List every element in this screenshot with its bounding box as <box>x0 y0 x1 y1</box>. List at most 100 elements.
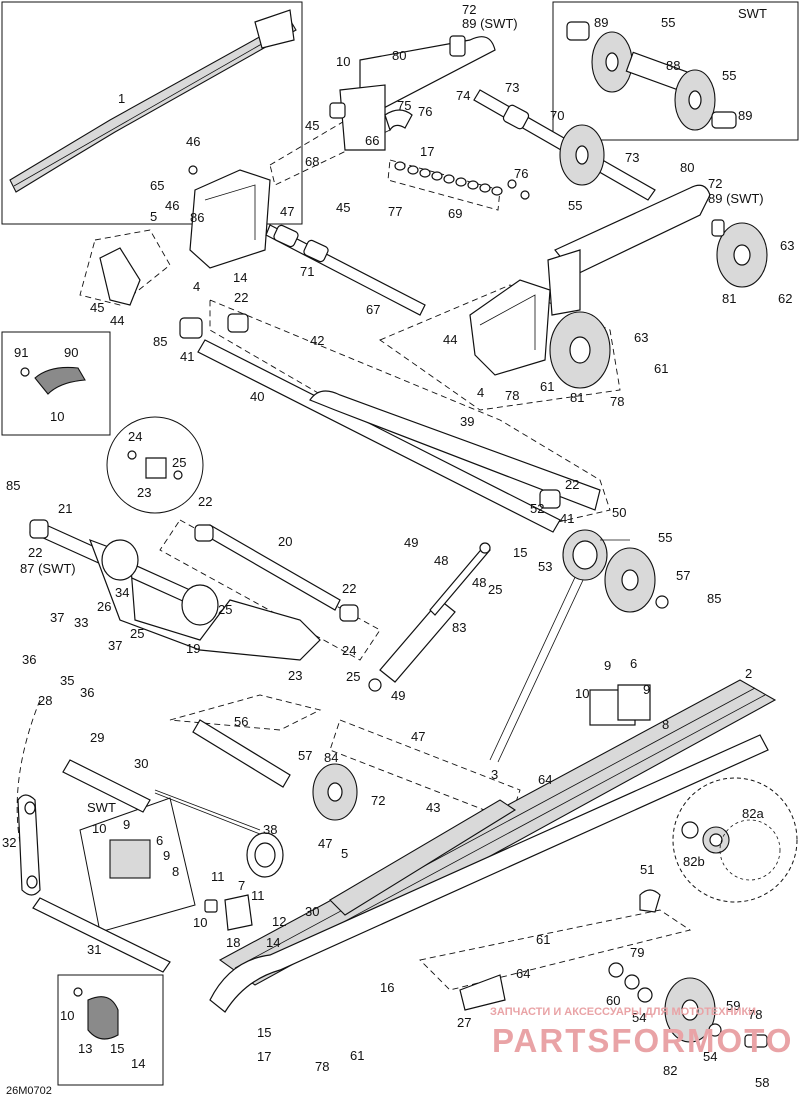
callout-label: 2 <box>745 666 752 681</box>
callout-label: 91 <box>14 345 28 360</box>
callout-label: 83 <box>452 620 466 635</box>
box-title-swt-top: SWT <box>738 6 767 21</box>
callout-label: 78 <box>610 394 624 409</box>
callout-label: 70 <box>550 108 564 123</box>
shaft-70-73 <box>473 89 656 201</box>
watermark-line1: ЗАПЧАСТИ И АКСЕССУАРЫ ДЛЯ МОТОТЕХНИКИ <box>490 1006 756 1018</box>
callout-label: 60 <box>606 993 620 1008</box>
callout-label: 9 <box>163 848 170 863</box>
callout-label: 49 <box>404 535 418 550</box>
spring-38 <box>154 789 284 878</box>
callout-label: 89 <box>594 15 608 30</box>
callout-label: 3 <box>491 767 498 782</box>
callout-label: 4 <box>193 279 200 294</box>
callout-label: 53 <box>538 559 552 574</box>
callout-label: 17 <box>257 1049 271 1064</box>
callout-label: 19 <box>186 641 200 656</box>
callout-label: 29 <box>90 730 104 745</box>
diagram-code: 26M0702 <box>6 1085 52 1097</box>
callout-label: 55 <box>661 15 675 30</box>
callout-label: 13 <box>78 1041 92 1056</box>
callout-label: 22 <box>28 545 42 560</box>
callout-label: 77 <box>388 204 402 219</box>
callout-label: 17 <box>420 144 434 159</box>
callout-label: 44 <box>110 313 124 328</box>
callout-label: 40 <box>250 389 264 404</box>
callout-label: 74 <box>456 88 470 103</box>
callout-label: 42 <box>310 333 324 348</box>
callout-label: 50 <box>612 505 626 520</box>
callout-label: 15 <box>110 1041 124 1056</box>
callout-label: 28 <box>38 693 52 708</box>
callout-label: 62 <box>778 291 792 306</box>
callout-label: 76 <box>418 104 432 119</box>
callout-label: 10 <box>50 409 64 424</box>
inset-circle-24-25-23 <box>106 416 204 514</box>
rear-wheel-82-assembly <box>608 962 768 1048</box>
callout-label: 72 <box>708 176 722 191</box>
callout-label: 80 <box>680 160 694 175</box>
callout-label: 58 <box>755 1075 769 1090</box>
callout-label: 26 <box>97 599 111 614</box>
bracket-44-upper <box>99 247 141 306</box>
callout-label: 7 <box>238 878 245 893</box>
callout-label: 84 <box>324 750 338 765</box>
callout-label: 72 <box>371 793 385 808</box>
callout-label: 23 <box>137 485 151 500</box>
callout-label: 86 <box>190 210 204 225</box>
callout-label: 24 <box>342 643 356 658</box>
rail-16 <box>209 734 769 1013</box>
callout-label: 55 <box>568 198 582 213</box>
callout-label: 48 <box>472 575 486 590</box>
callout-label: 10 <box>336 54 350 69</box>
shaft-67-71 <box>265 224 426 316</box>
callout-label: 5 <box>150 209 157 224</box>
callout-label: 46 <box>186 134 200 149</box>
callout-label: 41 <box>560 511 574 526</box>
callout-label: 4 <box>477 385 484 400</box>
callout-label: 46 <box>165 198 179 213</box>
callout-label: 6 <box>630 656 637 671</box>
callout-label: 73 <box>505 80 519 95</box>
front-arm-21-19 <box>29 519 359 661</box>
callout-label: 45 <box>305 118 319 133</box>
callout-label: 54 <box>703 1049 717 1064</box>
callout-label: 47 <box>411 729 425 744</box>
callout-label: 71 <box>300 264 314 279</box>
inset-box-swt-bottom <box>79 797 196 933</box>
inset-box-swt-wheels: SWT <box>552 1 799 141</box>
callout-label: 35 <box>60 673 74 688</box>
callout-label: 80 <box>392 48 406 63</box>
callout-label: 81 <box>722 291 736 306</box>
callout-label: 89 (SWT) <box>462 16 518 31</box>
callout-label: 87 (SWT) <box>20 561 76 576</box>
callout-label: 10 <box>193 915 207 930</box>
callout-label: 9 <box>123 817 130 832</box>
callout-label: 89 (SWT) <box>708 191 764 206</box>
callout-label: 32 <box>2 835 16 850</box>
callout-label: 37 <box>50 610 64 625</box>
callout-label: 33 <box>74 615 88 630</box>
callout-label: 30 <box>305 904 319 919</box>
callout-label: 34 <box>115 585 129 600</box>
callout-label: 51 <box>640 862 654 877</box>
callout-label: 64 <box>538 772 552 787</box>
inset-circle-82ab <box>672 777 798 903</box>
callout-label: 82a <box>742 806 764 821</box>
callout-label: 25 <box>346 669 360 684</box>
callout-label: 22 <box>234 290 248 305</box>
callout-label: 45 <box>90 300 104 315</box>
bracket-4-upper <box>188 165 271 269</box>
bracket-51-27 <box>459 889 661 1011</box>
callout-label: 15 <box>513 545 527 560</box>
callout-label: 69 <box>448 206 462 221</box>
callout-label: 61 <box>536 932 550 947</box>
bracket-7-11 <box>204 894 253 931</box>
callout-label: 75 <box>397 98 411 113</box>
callout-label: 27 <box>457 1015 471 1030</box>
callout-label: 82b <box>683 854 705 869</box>
callout-label: 63 <box>634 330 648 345</box>
inset-box-13-14 <box>57 974 164 1086</box>
callout-label: 68 <box>305 154 319 169</box>
